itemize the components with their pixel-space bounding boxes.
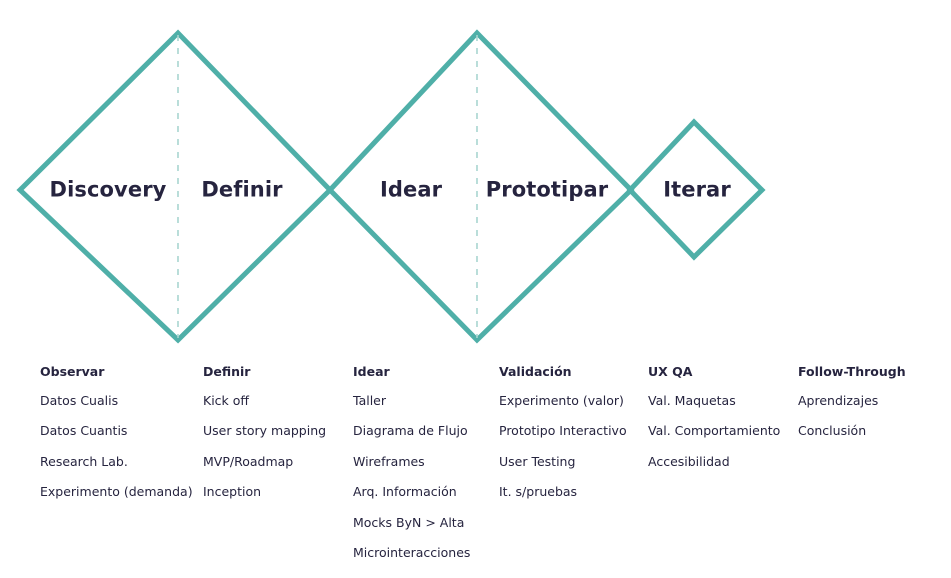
column-list: Experimento (valor) Prototipo Interactiv… [499, 392, 627, 499]
column-list: Aprendizajes Conclusión [798, 392, 906, 438]
list-item: It. s/pruebas [499, 484, 578, 499]
list-item: Datos Cuantis [40, 423, 128, 438]
column-title: Observar [40, 364, 105, 379]
phase-label-iterar: Iterar [663, 177, 731, 202]
phase-label-discovery: Discovery [49, 177, 167, 202]
column-ux-qa: UX QA Val. Maquetas Val. Comportamiento … [648, 364, 781, 486]
list-item: Inception [203, 484, 262, 499]
column-list: Datos Cualis Datos Cuantis Research Lab.… [40, 392, 193, 499]
list-item: User Testing [499, 453, 576, 469]
list-item: Datos Cualis [40, 392, 119, 408]
list-item: User story mapping [203, 423, 327, 438]
column-title: Definir [203, 364, 251, 379]
list-item: Val. Comportamiento [648, 423, 781, 438]
list-item: Mocks ByN > Alta [353, 514, 465, 530]
list-item: Arq. Información [353, 484, 457, 499]
list-item: Wireframes [353, 453, 425, 469]
list-item: Aprendizajes [798, 392, 879, 408]
phase-label-definir: Definir [201, 177, 283, 202]
list-item: Diagrama de Flujo [353, 423, 468, 438]
list-item: Research Lab. [40, 453, 128, 469]
column-observar: Observar Datos Cualis Datos Cuantis Rese… [40, 364, 193, 517]
list-item: Experimento (demanda) [40, 484, 193, 499]
column-follow-through: Follow-Through Aprendizajes Conclusión [798, 364, 906, 456]
column-title: Validación [499, 364, 572, 379]
column-list: Kick off User story mapping MVP/Roadmap … [203, 392, 327, 499]
column-title: Follow-Through [798, 364, 906, 379]
list-item: Taller [353, 392, 387, 408]
list-item: Kick off [203, 392, 250, 408]
phase-label-prototipar: Prototipar [485, 177, 609, 202]
deliverable-columns: Observar Datos Cualis Datos Cuantis Rese… [0, 364, 951, 566]
column-title: Idear [353, 364, 390, 379]
list-item: Conclusión [798, 423, 867, 438]
list-item: Prototipo Interactivo [499, 423, 627, 438]
diamond-iterar [626, 118, 766, 261]
column-list: Val. Maquetas Val. Comportamiento Accesi… [648, 392, 781, 469]
column-idear: Idear Taller Diagrama de Flujo Wireframe… [353, 364, 471, 578]
list-item: Microinteracciones [353, 545, 471, 560]
phase-label-idear: Idear [379, 177, 443, 202]
list-item: Val. Maquetas [648, 392, 736, 408]
list-item: Accesibilidad [648, 453, 730, 469]
list-item: Experimento (valor) [499, 392, 624, 408]
column-list: Taller Diagrama de Flujo Wireframes Arq.… [353, 392, 471, 560]
column-definir: Definir Kick off User story mapping MVP/… [203, 364, 327, 517]
list-item: MVP/Roadmap [203, 453, 294, 469]
column-validacion: Validación Experimento (valor) Prototipo… [499, 364, 627, 517]
column-title: UX QA [648, 364, 693, 379]
